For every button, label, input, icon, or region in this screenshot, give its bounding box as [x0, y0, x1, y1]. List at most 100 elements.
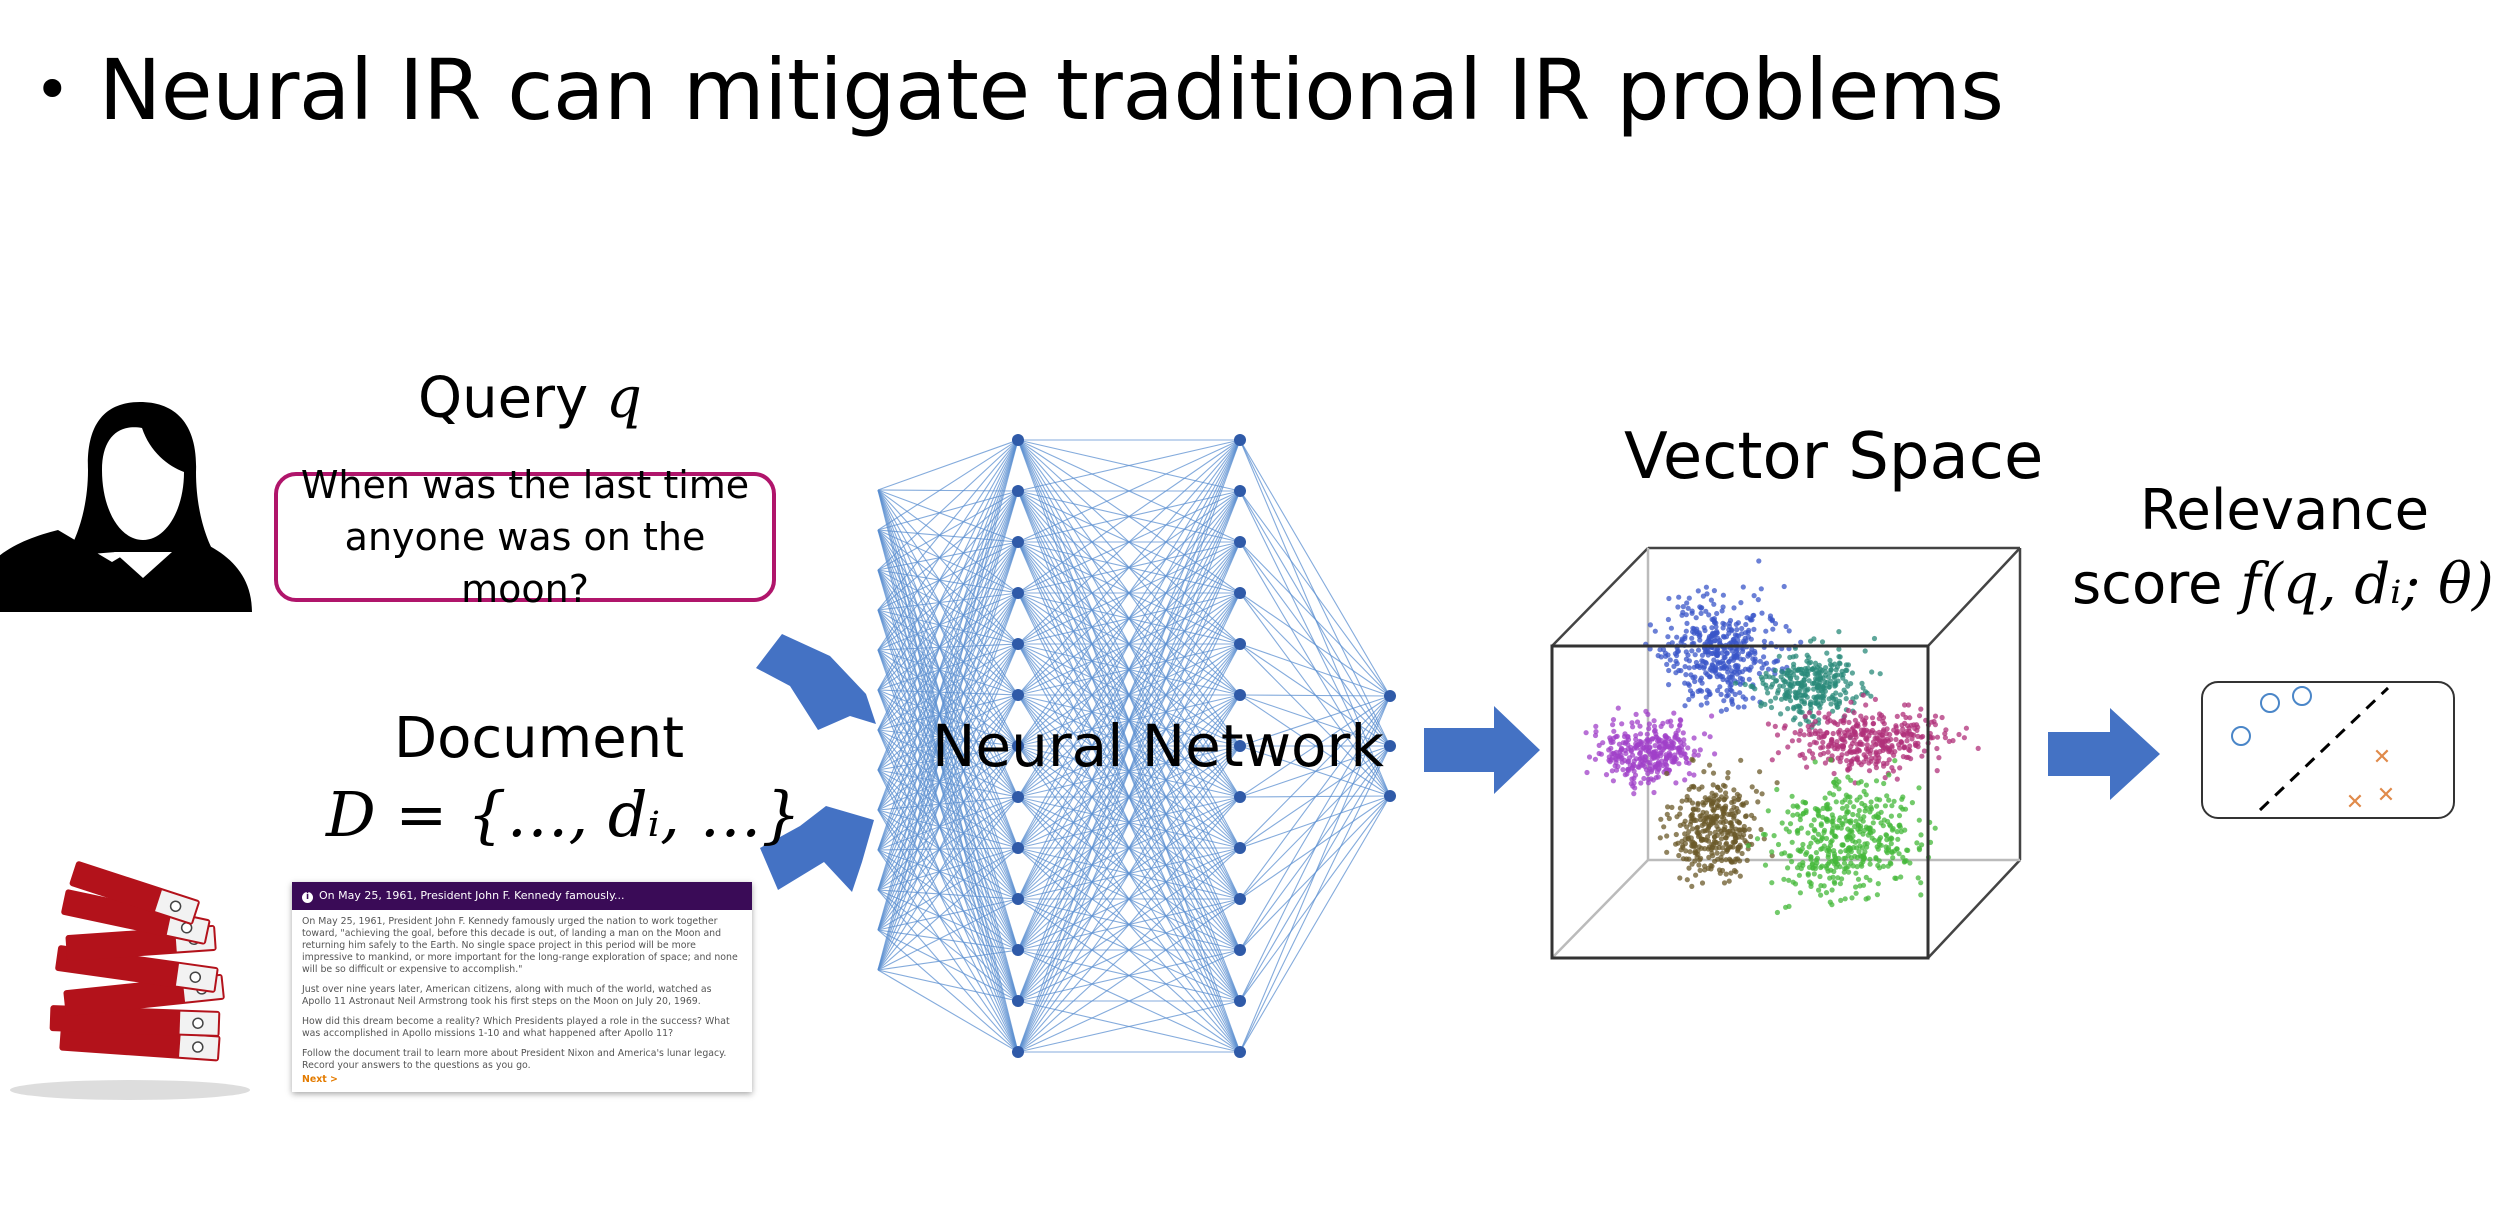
- embedding-point: [1651, 749, 1657, 755]
- embedding-point: [1869, 669, 1875, 675]
- embedding-point: [1702, 795, 1708, 801]
- embedding-point: [1877, 671, 1883, 677]
- embedding-point: [1676, 667, 1682, 674]
- embedding-point: [1862, 841, 1868, 847]
- embedding-point: [1824, 650, 1830, 656]
- embedding-point: [1711, 619, 1718, 626]
- embedding-point: [1686, 658, 1692, 664]
- embedding-point: [1690, 757, 1696, 763]
- network-node: [1012, 1046, 1024, 1058]
- embedding-point: [1709, 713, 1715, 719]
- embedding-point: [1634, 719, 1641, 725]
- embedding-point: [1666, 667, 1672, 674]
- embedding-point: [1748, 683, 1754, 690]
- embedding-point: [1695, 824, 1701, 831]
- embedding-point: [1813, 667, 1819, 673]
- embedding-point: [1707, 762, 1713, 768]
- embedding-point: [1685, 605, 1691, 611]
- embedding-point: [1762, 862, 1769, 868]
- embedding-point: [1804, 850, 1810, 856]
- embedding-point: [1797, 721, 1803, 727]
- embedding-point: [1631, 758, 1637, 764]
- embedding-point: [1812, 730, 1819, 737]
- embedding-point: [1936, 755, 1942, 761]
- embedding-point: [1904, 847, 1910, 853]
- embedding-point: [1831, 848, 1837, 854]
- embedding-point: [1896, 822, 1902, 829]
- embedding-point: [1661, 824, 1667, 830]
- embedding-point: [1898, 874, 1904, 880]
- network-edge: [877, 439, 1019, 491]
- embedding-point: [1704, 591, 1710, 597]
- embedding-point: [1786, 628, 1792, 634]
- embedding-point: [1904, 723, 1911, 729]
- embedding-point: [1840, 743, 1846, 749]
- embedding-point: [1816, 887, 1822, 893]
- network-node: [1234, 434, 1246, 446]
- embedding-point: [1807, 742, 1813, 748]
- embedding-point: [1787, 689, 1793, 695]
- embedding-point: [1885, 818, 1891, 825]
- embedding-point: [1718, 691, 1724, 698]
- embedding-point: [1733, 648, 1739, 654]
- embedding-point: [1804, 652, 1810, 658]
- embedding-point: [1817, 670, 1823, 676]
- embedding-point: [1799, 684, 1805, 690]
- embedding-point: [1765, 690, 1771, 696]
- network-node: [1012, 587, 1024, 599]
- embedding-point: [1646, 726, 1652, 732]
- embedding-point: [1817, 873, 1823, 880]
- embedding-point: [1714, 610, 1720, 617]
- embedding-point: [1732, 691, 1738, 698]
- embedding-point: [1843, 865, 1849, 871]
- embedding-point: [1756, 558, 1762, 564]
- embedding-point: [1692, 841, 1698, 847]
- embedding-point: [1847, 799, 1853, 805]
- embedding-point: [1717, 684, 1723, 690]
- embedding-point: [1725, 775, 1731, 781]
- embedding-point: [1801, 732, 1807, 738]
- embedding-point: [1736, 827, 1742, 833]
- embedding-point: [1702, 863, 1708, 869]
- embedding-point: [1704, 687, 1710, 693]
- embedding-point: [1894, 713, 1900, 720]
- embedding-point: [1811, 817, 1817, 823]
- network-edge: [877, 541, 1019, 891]
- embedding-point: [1680, 730, 1686, 736]
- embedding-point: [1855, 876, 1862, 882]
- embedding-point: [1730, 671, 1736, 677]
- network-nodes: [1012, 434, 1396, 1058]
- embedding-point: [1710, 630, 1716, 636]
- embedding-point: [1812, 660, 1819, 666]
- embedding-point: [1653, 731, 1659, 737]
- network-node: [1012, 434, 1024, 446]
- embedding-point: [1706, 612, 1712, 618]
- embedding-point: [1722, 796, 1728, 802]
- embedding-point: [1806, 660, 1812, 666]
- embedding-point: [1706, 854, 1712, 861]
- embedding-point: [1851, 737, 1857, 743]
- embedding-point: [1610, 750, 1616, 756]
- embedding-point: [1781, 583, 1787, 590]
- decision-boundary: [2258, 686, 2390, 812]
- next-link[interactable]: Next >: [302, 1074, 338, 1085]
- embedding-point: [1684, 620, 1690, 627]
- embedding-point: [1647, 622, 1653, 628]
- embedding-point: [1860, 685, 1866, 691]
- network-edge: [877, 489, 1019, 696]
- embedding-point: [1889, 836, 1895, 842]
- embedding-point: [1799, 670, 1805, 676]
- network-node: [1384, 790, 1396, 802]
- embedding-point: [1714, 630, 1720, 636]
- embedding-point: [1613, 759, 1619, 766]
- embedding-point: [1863, 792, 1869, 798]
- embedding-point: [1877, 738, 1883, 744]
- embedding-point: [1778, 674, 1784, 680]
- title-text: Neural IR can mitigate traditional IR pr…: [98, 41, 2004, 139]
- embedding-point: [1961, 735, 1967, 741]
- embedding-point: [1876, 865, 1883, 871]
- embedding-point: [1664, 770, 1670, 777]
- embedding-point: [1772, 723, 1778, 730]
- embedding-point: [1651, 789, 1657, 796]
